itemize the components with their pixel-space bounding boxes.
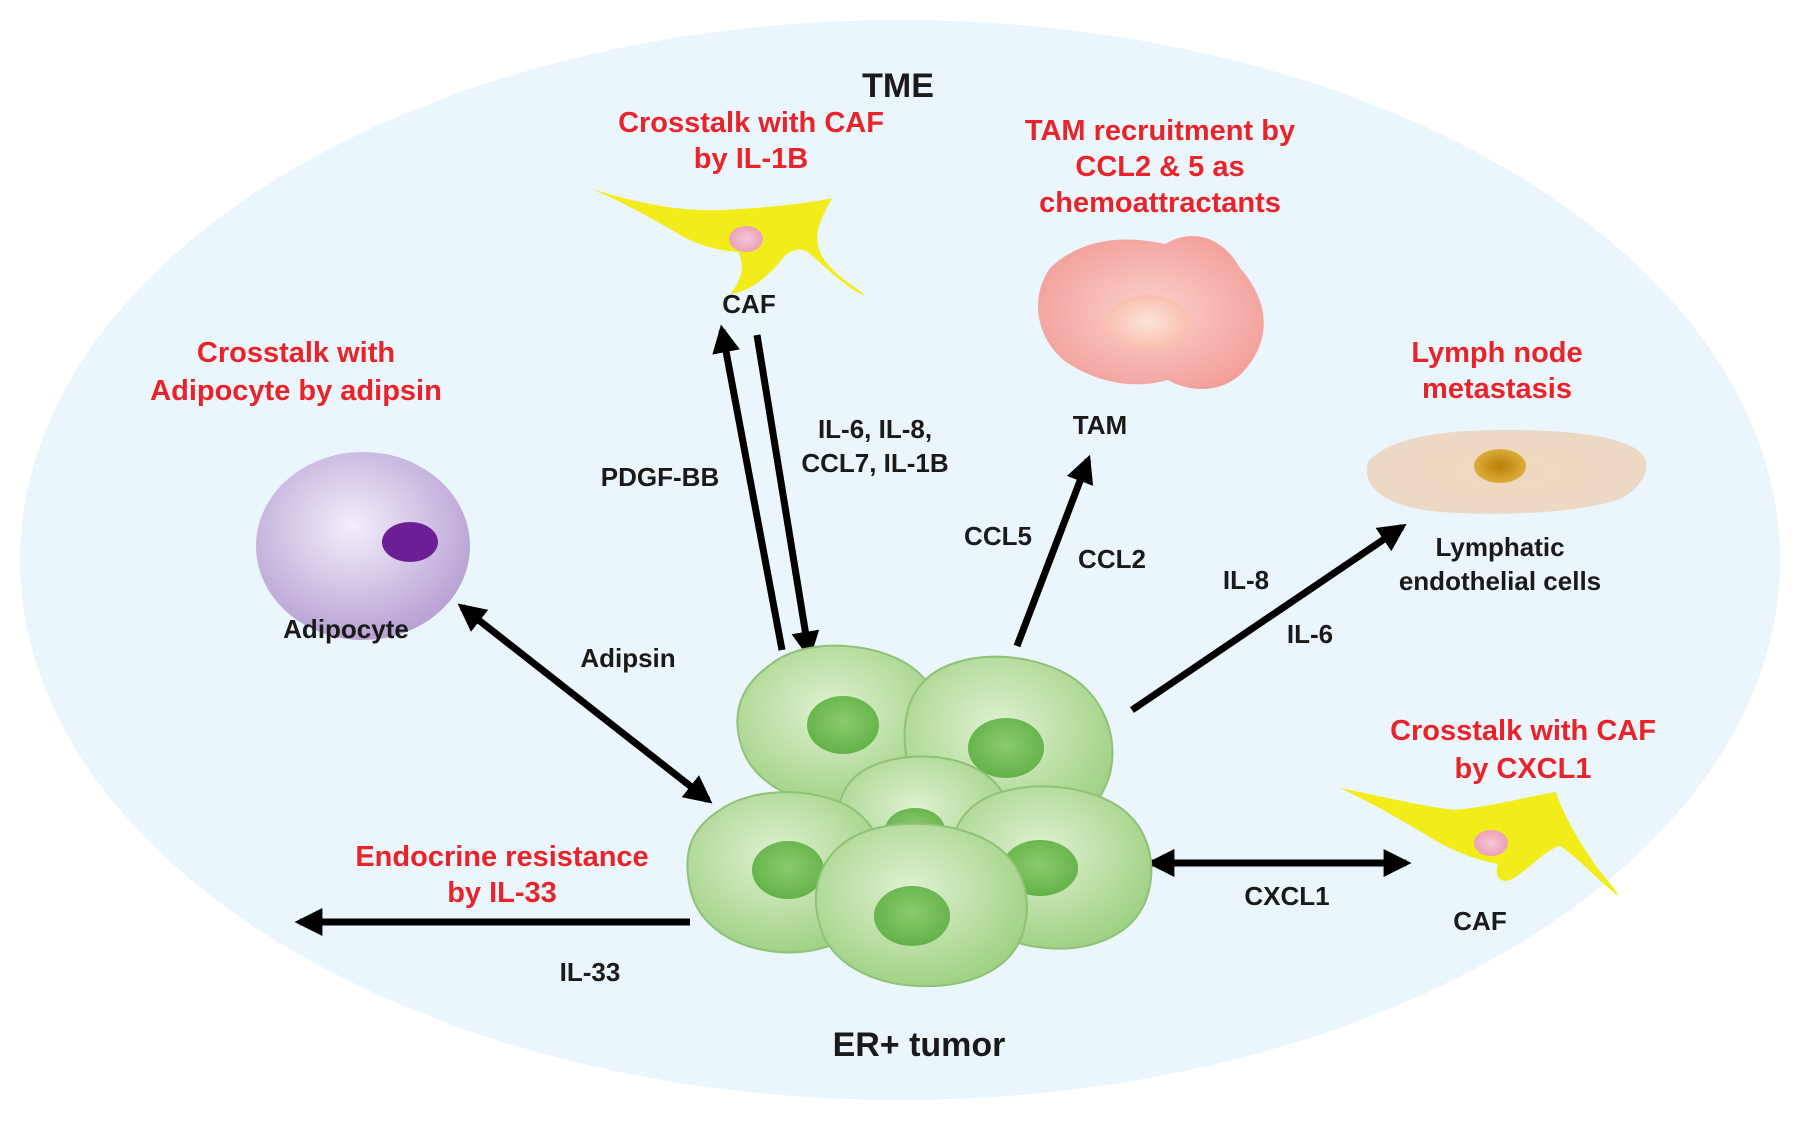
tam-nucleus: [1106, 295, 1190, 349]
adipocyte-cell: [256, 452, 470, 640]
arrow-il-group: [753, 334, 820, 660]
tumor-cell: [814, 822, 1028, 988]
lymphatic-nucleus: [1474, 449, 1526, 483]
signal-pdgf: PDGF-BB: [601, 462, 719, 492]
signal-il8: IL-8: [1223, 565, 1269, 595]
adipocyte-nucleus: [382, 522, 438, 562]
signal-adipsin: Adipsin: [580, 643, 675, 673]
lymphatic-cell: [1366, 430, 1647, 514]
caf-right-cell: [1340, 788, 1618, 896]
caf-right-label: CAF: [1453, 906, 1506, 936]
tam-label: TAM: [1073, 410, 1127, 440]
arrow-adipsin: [457, 603, 713, 804]
adipocyte-label: Adipocyte: [283, 614, 409, 644]
arrow-il8-il6: [1130, 523, 1407, 713]
arrow-ccl: [1013, 454, 1094, 648]
tam-cell: [1038, 235, 1264, 389]
arrow-pdgf: [712, 324, 786, 651]
signal-il33: IL-33: [560, 957, 621, 987]
tme-ellipse: [20, 20, 1780, 1100]
signal-ccl2: CCL2: [1078, 544, 1146, 574]
caf-top-nucleus: [729, 226, 763, 252]
signal-il6: IL-6: [1287, 619, 1333, 649]
caf-right-nucleus: [1474, 830, 1508, 856]
signal-il-group: IL-6, IL-8,CCL7, IL-1B: [801, 414, 948, 478]
signal-cxcl1: CXCL1: [1244, 881, 1329, 911]
tme-title: TME: [862, 67, 934, 105]
tumor-cluster: [686, 644, 1153, 988]
caf-top-label: CAF: [722, 289, 775, 319]
signal-ccl5: CCL5: [964, 521, 1032, 551]
tumor-label: ER+ tumor: [833, 1026, 1006, 1064]
caf-top-cell: [590, 188, 865, 296]
